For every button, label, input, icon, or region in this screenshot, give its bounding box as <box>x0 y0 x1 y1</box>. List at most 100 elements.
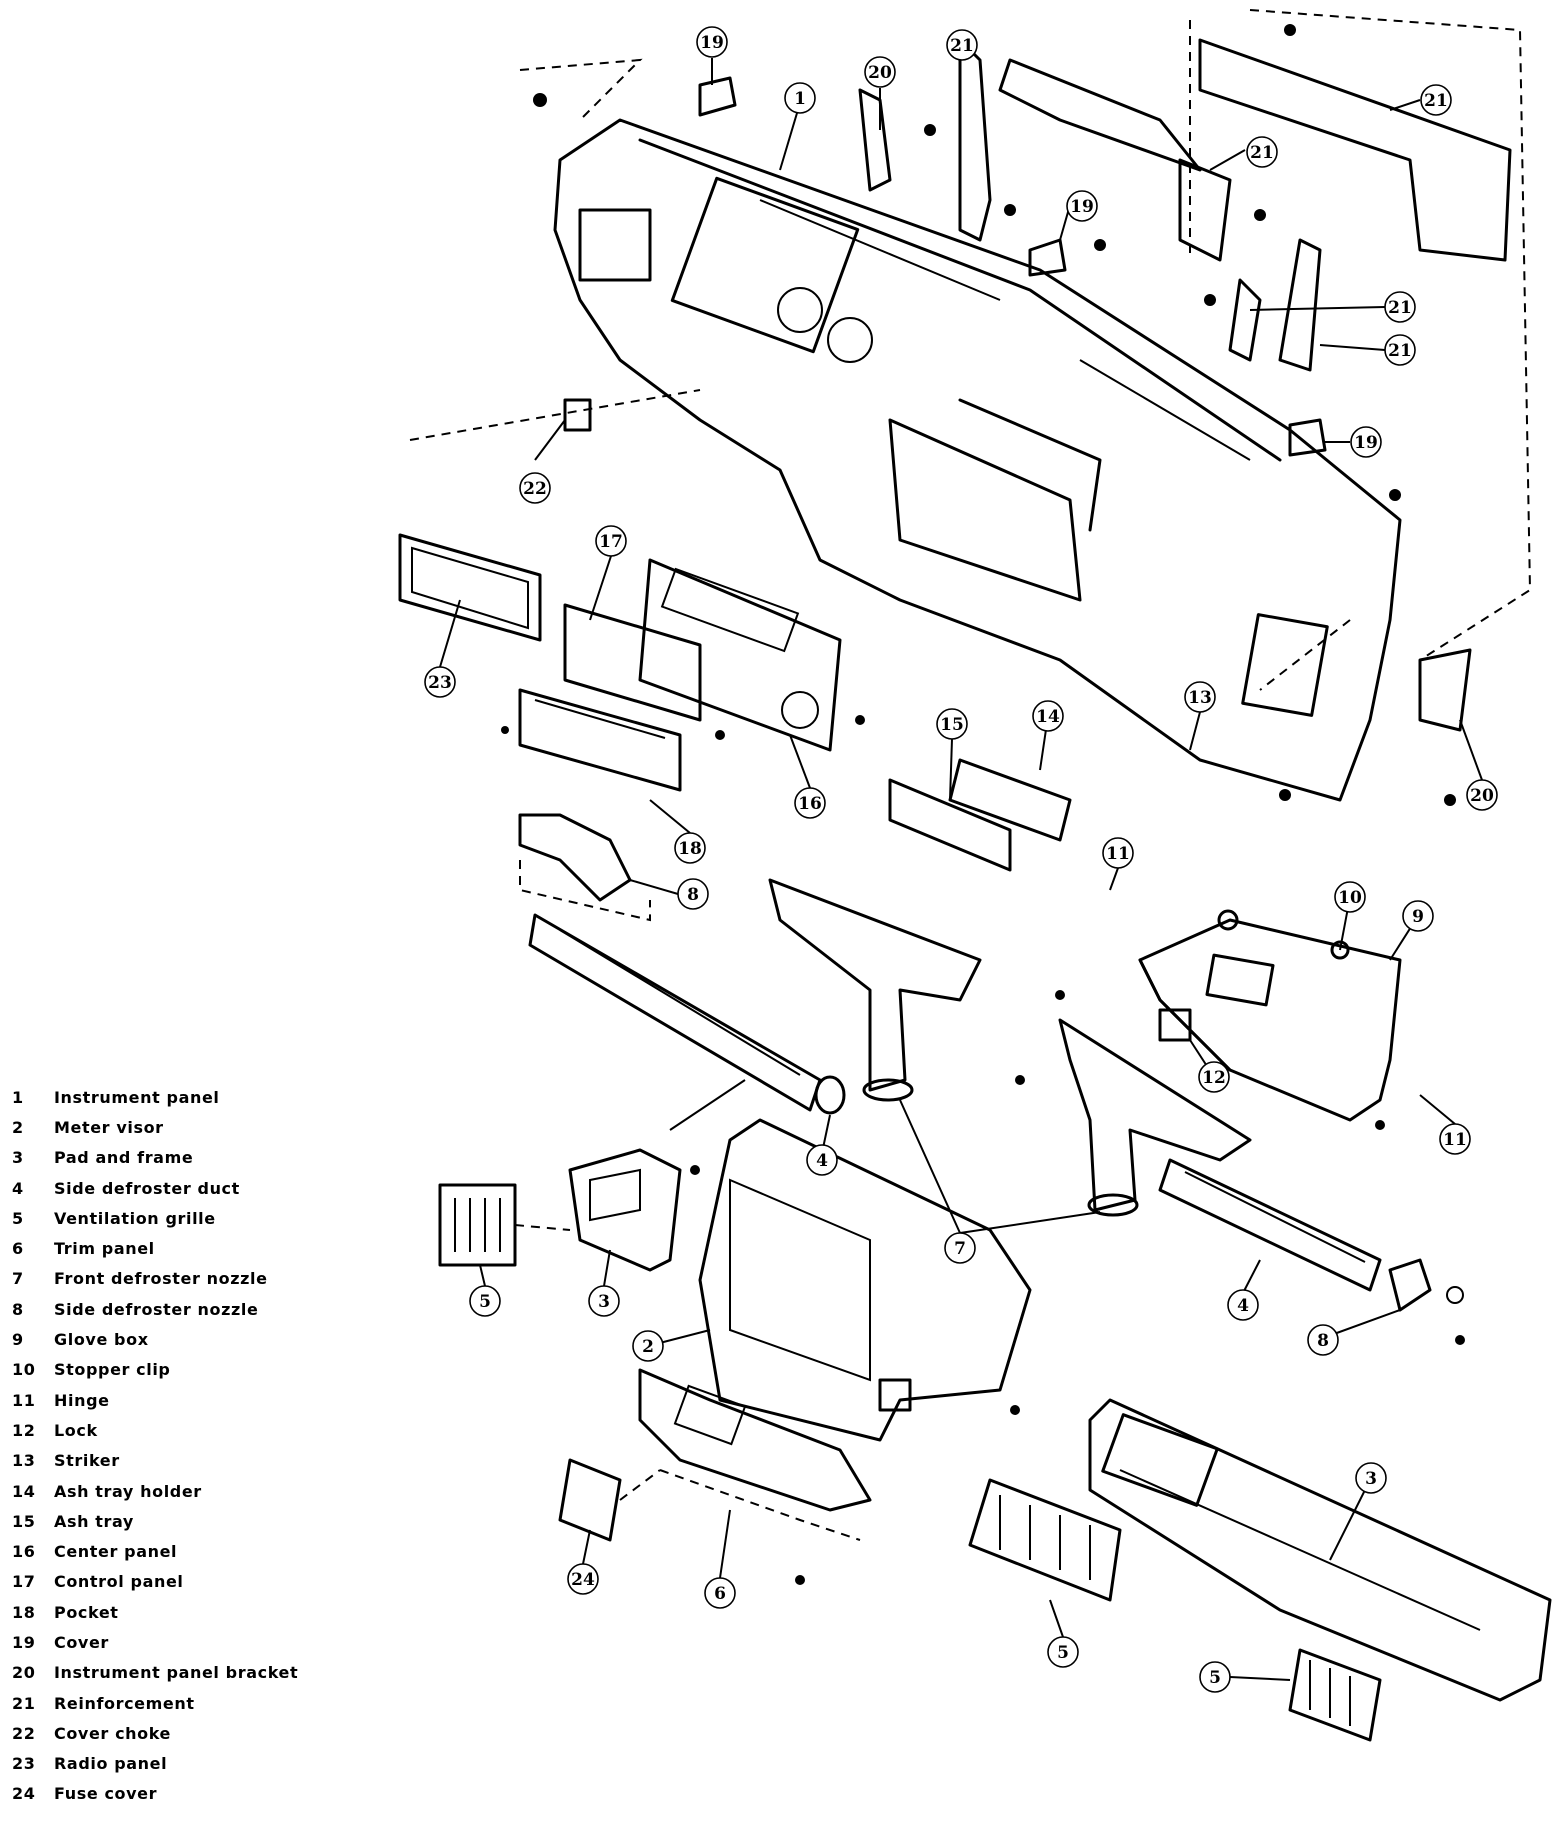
svg-text:11: 11 <box>1443 1130 1467 1150</box>
callout-3-pad-left: 3 <box>588 1285 620 1317</box>
cover-drawings <box>698 76 1327 457</box>
legend-number: 22 <box>12 1723 36 1743</box>
legend-number: 12 <box>12 1420 36 1440</box>
svg-text:5: 5 <box>1209 1668 1221 1688</box>
callout-12-lock: 12 <box>1198 1061 1230 1093</box>
legend-number: 23 <box>12 1754 36 1774</box>
callout-21-reinforcement-a: 21 <box>946 29 978 61</box>
callout-18-pocket: 18 <box>674 832 706 864</box>
legend-row: 12 Lock <box>12 1415 352 1445</box>
callout-numbers: 19 1 20 21 21 21 19 21 21 19 22 17 23 16… <box>424 26 1498 1693</box>
legend-row: 21 Reinforcement <box>12 1688 352 1718</box>
glove-box-drawing <box>1138 909 1402 1122</box>
svg-text:20: 20 <box>1470 786 1494 806</box>
svg-text:1: 1 <box>794 89 806 109</box>
callout-15-ash-tray: 15 <box>936 708 968 740</box>
callout-8-side-nozzle-right: 8 <box>1307 1324 1339 1356</box>
callout-19-cover-middle: 19 <box>1066 190 1098 222</box>
callout-20-bracket-right: 20 <box>1466 779 1498 811</box>
legend-part-name: Trim panel <box>54 1239 155 1259</box>
callout-4-duct-right: 4 <box>1227 1289 1259 1321</box>
svg-text:3: 3 <box>1365 1469 1377 1489</box>
callout-5-grille-left: 5 <box>469 1285 501 1317</box>
svg-text:24: 24 <box>571 1570 595 1590</box>
right-defroster-duct-drawing <box>1158 1158 1464 1312</box>
legend-number: 19 <box>12 1632 36 1652</box>
callout-13-striker: 13 <box>1184 681 1216 713</box>
svg-text:5: 5 <box>479 1292 491 1312</box>
legend-part-name: Fuse cover <box>54 1784 158 1804</box>
legend-part-name: Instrument panel bracket <box>54 1663 299 1683</box>
legend-part-name: Side defroster nozzle <box>54 1299 259 1319</box>
legend-part-name: Reinforcement <box>54 1693 195 1713</box>
svg-text:19: 19 <box>700 33 724 53</box>
legend-number: 13 <box>12 1451 36 1471</box>
legend-number: 1 <box>12 1087 24 1107</box>
legend-row: 22 Cover choke <box>12 1718 352 1748</box>
legend-part-name: Side defroster duct <box>54 1178 240 1198</box>
legend-number: 8 <box>12 1299 24 1319</box>
ash-tray-drawing <box>888 758 1072 872</box>
svg-text:21: 21 <box>1250 143 1274 163</box>
legend-number: 16 <box>12 1542 36 1562</box>
legend-number: 21 <box>12 1693 36 1713</box>
legend-row: 8 Side defroster nozzle <box>12 1294 352 1324</box>
legend-number: 5 <box>12 1208 24 1228</box>
svg-text:14: 14 <box>1036 707 1060 727</box>
svg-text:19: 19 <box>1354 433 1378 453</box>
legend-part-name: Hinge <box>54 1390 110 1410</box>
legend-number: 11 <box>12 1390 36 1410</box>
legend-number: 17 <box>12 1572 36 1592</box>
legend-part-name: Glove box <box>54 1330 149 1350</box>
legend-part-name: Pad and frame <box>54 1148 194 1168</box>
legend-part-name: Ash tray <box>54 1511 134 1531</box>
callout-19-cover-right: 19 <box>1350 426 1382 458</box>
callout-5-grille-right: 5 <box>1199 1661 1231 1693</box>
legend-part-name: Ash tray holder <box>54 1481 202 1501</box>
callout-9-glove-box: 9 <box>1402 900 1434 932</box>
callout-7-front-nozzle: 7 <box>944 1232 976 1264</box>
legend-number: 15 <box>12 1511 36 1531</box>
legend-number: 18 <box>12 1602 36 1622</box>
svg-text:21: 21 <box>1388 298 1412 318</box>
svg-text:23: 23 <box>428 673 452 693</box>
svg-text:20: 20 <box>868 63 892 83</box>
cover-choke-drawing <box>409 58 701 441</box>
callout-17-control-panel: 17 <box>595 525 627 557</box>
legend-row: 18 Pocket <box>12 1597 352 1627</box>
legend-part-name: Cover choke <box>54 1723 172 1743</box>
reinforcement-drawing <box>858 9 1532 732</box>
legend-part-name: Control panel <box>54 1572 184 1592</box>
legend-row: 3 Pad and frame <box>12 1143 352 1173</box>
svg-text:15: 15 <box>940 715 964 735</box>
legend-part-name: Center panel <box>54 1542 178 1562</box>
legend-part-name: Lock <box>54 1420 98 1440</box>
legend-part-name: Ventilation grille <box>54 1208 216 1228</box>
callout-4-duct-left: 4 <box>806 1144 838 1176</box>
legend-number: 3 <box>12 1148 24 1168</box>
meter-visor-drawing <box>698 1118 1032 1442</box>
legend-number: 24 <box>12 1784 36 1804</box>
callout-8-side-nozzle-left: 8 <box>677 878 709 910</box>
svg-text:10: 10 <box>1338 888 1362 908</box>
svg-text:18: 18 <box>678 839 702 859</box>
svg-text:8: 8 <box>1317 1331 1329 1351</box>
svg-text:7: 7 <box>954 1239 966 1259</box>
screw-drawings <box>501 24 1465 1585</box>
legend-part-name: Front defroster nozzle <box>54 1269 268 1289</box>
svg-text:22: 22 <box>523 479 547 499</box>
callout-22-cover-choke: 22 <box>519 472 551 504</box>
instrument-panel-drawing <box>553 118 1402 802</box>
callout-1-instrument-panel: 1 <box>784 82 816 114</box>
legend-part-name: Pocket <box>54 1602 119 1622</box>
legend-row: 5 Ventilation grille <box>12 1203 352 1233</box>
